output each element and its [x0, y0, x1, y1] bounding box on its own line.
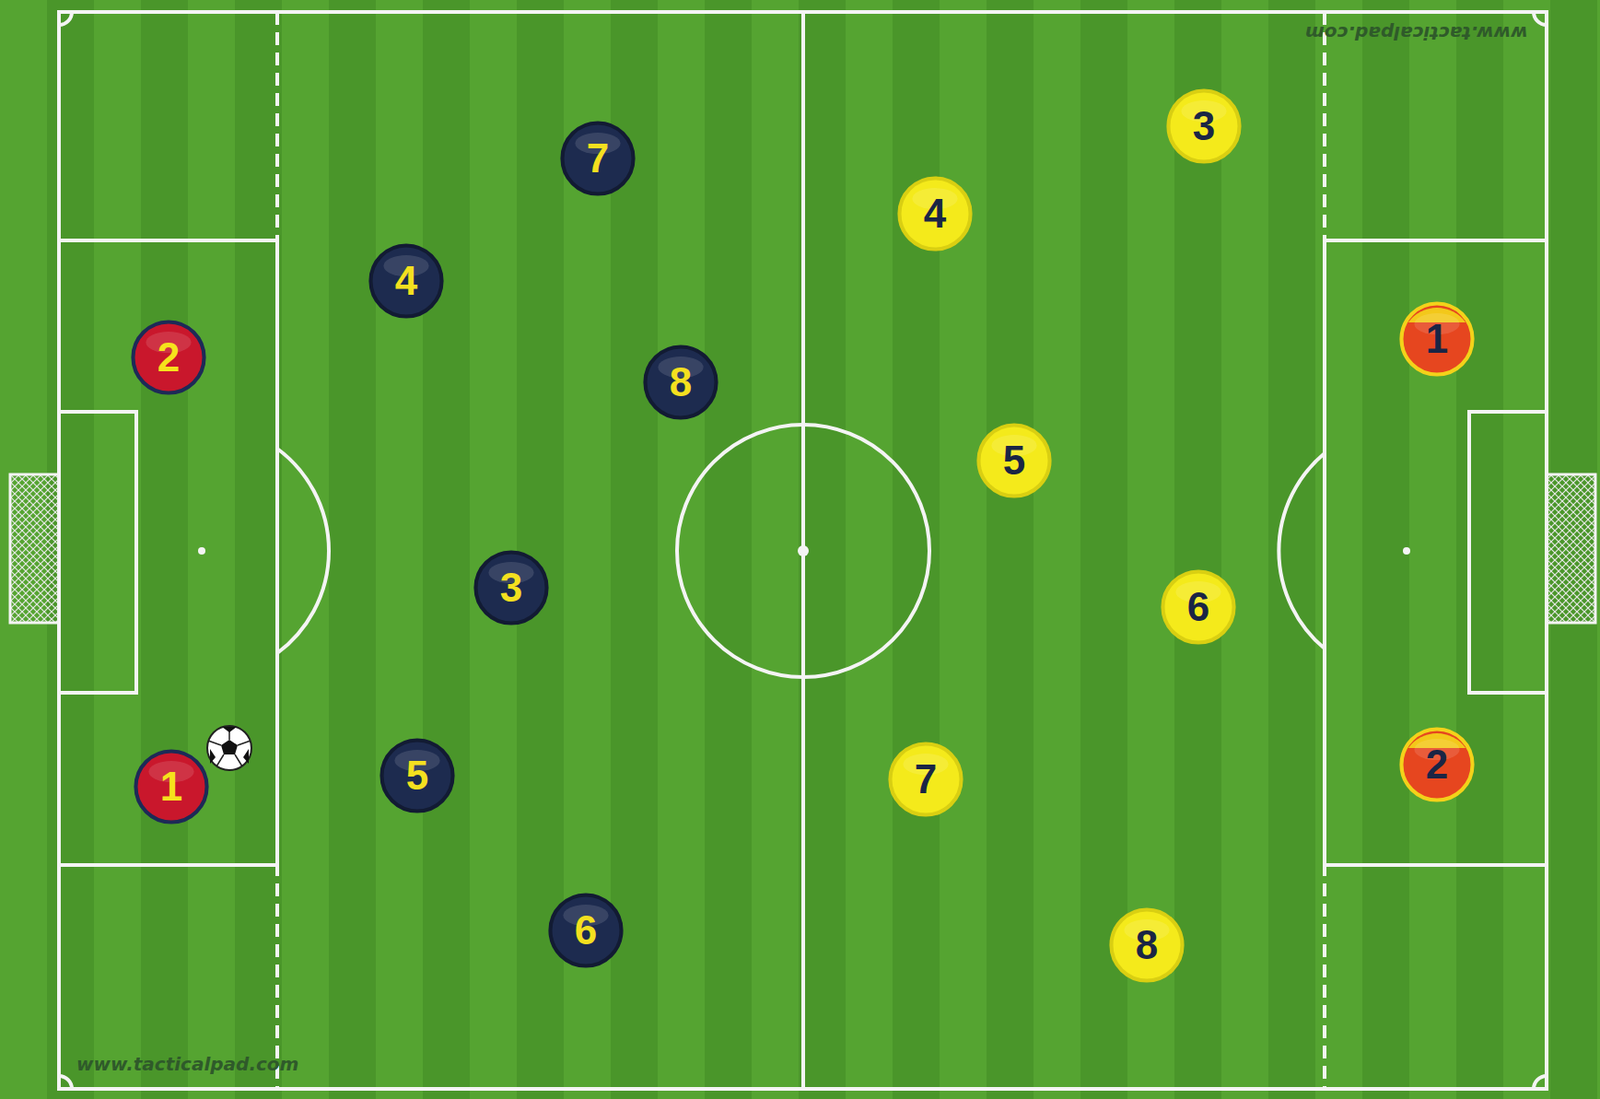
player-number: 7: [586, 138, 609, 179]
player-marker: 2: [130, 319, 207, 396]
player-number: 6: [1187, 586, 1210, 628]
player-number: 7: [914, 759, 937, 800]
player-number: 4: [923, 193, 946, 234]
player-number: 1: [160, 766, 183, 807]
player-number: 3: [1192, 105, 1215, 147]
player-marker: 4: [368, 243, 444, 319]
player-number: 2: [1425, 744, 1449, 785]
player-number: 2: [157, 337, 180, 378]
player-number: 4: [395, 260, 418, 302]
player-number: 1: [1425, 318, 1449, 360]
player-number: 5: [406, 755, 429, 796]
player-marker: 5: [379, 737, 456, 814]
player-number: 3: [500, 567, 523, 608]
watermark: www.tacticalpad.com: [76, 1052, 299, 1075]
player-number: 8: [1135, 924, 1158, 966]
player-marker: 4: [897, 175, 973, 252]
player-number: 8: [669, 362, 692, 403]
player-marker: 1: [133, 748, 210, 825]
player-marker: 3: [1166, 88, 1242, 164]
ball: [207, 725, 252, 771]
watermark: www.tacticalpad.com: [1305, 22, 1528, 45]
player-number: 5: [1003, 440, 1026, 481]
player-marker: 6: [548, 892, 624, 969]
player-marker: 7: [887, 741, 964, 818]
player-number: 6: [574, 910, 597, 951]
player-marker: 3: [473, 549, 549, 626]
player-marker: 2: [1399, 726, 1475, 803]
player-marker: 8: [642, 344, 719, 421]
player-marker: 8: [1109, 907, 1185, 983]
player-marker: 6: [1160, 569, 1237, 645]
player-marker: 1: [1399, 301, 1475, 377]
player-marker: 7: [560, 120, 636, 197]
player-marker: 5: [976, 422, 1052, 499]
